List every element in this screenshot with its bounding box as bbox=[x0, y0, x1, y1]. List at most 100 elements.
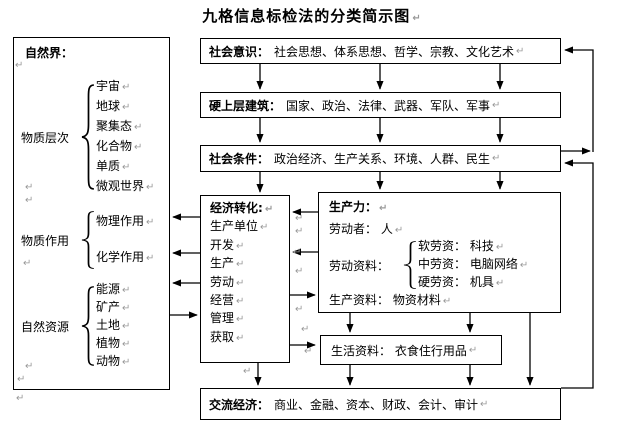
brace-icon bbox=[81, 84, 94, 190]
paragraph-mark-icon bbox=[122, 162, 130, 173]
paragraph-mark-icon bbox=[496, 278, 504, 289]
paragraph-mark-icon bbox=[236, 241, 244, 252]
paragraph-mark-icon bbox=[122, 357, 130, 368]
list-item: 地球 bbox=[96, 97, 154, 117]
economic-transform-header: 经济转化: bbox=[210, 200, 289, 218]
social-conditions-content: 政治经济、生产关系、环境、人群、民生 bbox=[274, 152, 491, 166]
social-consciousness-label: 社会意识： bbox=[209, 44, 270, 59]
paragraph-mark-icon bbox=[236, 333, 244, 344]
list-item: 中劳资： 电脑网络 bbox=[418, 256, 528, 274]
paragraph-mark-icon bbox=[146, 253, 154, 264]
nature-label: 自然界： bbox=[25, 46, 74, 60]
nature-box: 自然界： 物质层次 宇宙 地球 聚集态 化合物 单质 微观世界 物质作用 物理作… bbox=[13, 37, 170, 390]
paragraph-mark-icon bbox=[122, 303, 130, 314]
list-item: 劳动 bbox=[210, 274, 289, 292]
list-item: 软劳资： 科技 bbox=[418, 238, 528, 256]
list-item: 单质 bbox=[96, 157, 154, 177]
paragraph-mark-icon bbox=[25, 361, 33, 372]
social-conditions-label: 社会条件： bbox=[209, 152, 270, 166]
paragraph-mark-icon bbox=[516, 46, 524, 57]
paragraph-mark-icon bbox=[16, 393, 24, 404]
productivity-label: 生产力： bbox=[329, 198, 387, 215]
superstructure-label: 硬上层建筑： bbox=[209, 98, 282, 113]
list-item: 化合物 bbox=[96, 137, 154, 157]
list-item: 经营 bbox=[210, 292, 289, 310]
paragraph-mark-icon bbox=[23, 258, 31, 269]
paragraph-mark-icon bbox=[122, 339, 130, 350]
list-item: 生产单位 bbox=[210, 218, 289, 236]
living-materials-content: 生活资料： 衣食住行用品 bbox=[331, 343, 467, 358]
paragraph-mark-icon bbox=[134, 122, 142, 133]
laborer-line: 劳动者： 人 bbox=[329, 220, 403, 237]
list-item: 能源 bbox=[96, 281, 130, 299]
paragraph-mark-icon bbox=[443, 296, 451, 307]
list-item: 管理 bbox=[210, 310, 289, 328]
paragraph-mark-icon bbox=[265, 204, 273, 215]
labor-materials-label: 劳动资料： bbox=[329, 258, 390, 273]
list-item: 化学作用 bbox=[96, 247, 154, 269]
social-consciousness-box: 社会意识： 社会思想、体系思想、哲学、宗教、文化艺术 bbox=[200, 38, 561, 64]
list-item: 物理作用 bbox=[96, 211, 154, 233]
paragraph-mark-icon bbox=[260, 222, 268, 233]
page-title: 九格信息标检法的分类简示图 bbox=[0, 5, 624, 26]
list-item: 矿产 bbox=[96, 299, 130, 317]
paragraph-mark-icon bbox=[480, 399, 488, 410]
paragraph-mark-icon bbox=[301, 324, 309, 335]
natural-resources-items: 能源 矿产 土地 植物 动物 bbox=[96, 281, 130, 371]
production-materials-line: 生产资料： 物资材料 bbox=[329, 291, 451, 308]
paragraph-mark-icon bbox=[379, 203, 387, 214]
paragraph-mark-icon bbox=[146, 182, 154, 193]
living-materials-box: 生活资料： 衣食住行用品 bbox=[320, 335, 502, 365]
paragraph-mark-icon bbox=[25, 195, 33, 206]
list-item: 生产 bbox=[210, 255, 289, 273]
brace-icon bbox=[81, 286, 94, 366]
material-interactions-label: 物质作用 bbox=[21, 233, 70, 248]
paragraph-mark-icon bbox=[17, 374, 25, 385]
paragraph-mark-icon bbox=[236, 296, 244, 307]
paragraph-mark-icon bbox=[236, 314, 244, 325]
social-conditions-box: 社会条件： 政治经济、生产关系、环境、人群、民生 bbox=[200, 145, 561, 172]
paragraph-mark-icon bbox=[469, 345, 477, 356]
exchange-economy-label: 交流经济： bbox=[209, 397, 270, 412]
list-item: 土地 bbox=[96, 317, 130, 335]
labor-materials-items: 软劳资： 科技 中劳资： 电脑网络 硬劳资： 机具 bbox=[418, 238, 528, 292]
brace-icon bbox=[403, 241, 416, 289]
paragraph-mark-icon bbox=[122, 82, 130, 93]
paragraph-mark-icon bbox=[492, 100, 500, 111]
list-item: 动物 bbox=[96, 353, 130, 371]
paragraph-mark-icon bbox=[122, 102, 130, 113]
list-item: 硬劳资： 机具 bbox=[418, 274, 528, 292]
paragraph-mark-icon bbox=[496, 242, 504, 253]
productivity-box: 生产力： 劳动者： 人 劳动资料： 软劳资： 科技 中劳资： 电脑网络 硬劳资：… bbox=[318, 192, 561, 313]
economic-transform-box: 经济转化: 生产单位 开发 生产 劳动 经营 管理 获取 bbox=[200, 195, 290, 363]
material-interactions-items: 物理作用 化学作用 bbox=[96, 211, 154, 269]
paragraph-mark-icon bbox=[243, 366, 251, 377]
paragraph-mark-icon bbox=[295, 226, 303, 237]
paragraph-mark-icon bbox=[412, 13, 421, 24]
paragraph-mark-icon bbox=[293, 247, 301, 258]
social-consciousness-content: 社会思想、体系思想、哲学、宗教、文化艺术 bbox=[274, 44, 515, 59]
list-item: 植物 bbox=[96, 335, 130, 353]
paragraph-mark-icon bbox=[146, 217, 154, 228]
list-item: 宇宙 bbox=[96, 77, 154, 97]
material-interactions-group: 物质作用 物理作用 化学作用 bbox=[21, 211, 154, 269]
paragraph-mark-icon bbox=[236, 259, 244, 270]
list-item: 获取 bbox=[210, 329, 289, 347]
exchange-economy-box: 交流经济： 商业、金融、资本、财政、会计、审计 bbox=[200, 388, 561, 420]
paragraph-mark-icon bbox=[304, 346, 312, 357]
paragraph-mark-icon bbox=[395, 225, 403, 236]
paragraph-mark-icon bbox=[295, 266, 303, 277]
natural-resources-label: 自然资源 bbox=[21, 319, 70, 334]
page-title-text: 九格信息标检法的分类简示图 bbox=[202, 7, 411, 25]
list-item: 开发 bbox=[210, 237, 289, 255]
natural-resources-group: 自然资源 能源 矿产 土地 植物 动物 bbox=[21, 281, 130, 371]
superstructure-box: 硬上层建筑： 国家、政治、法律、武器、军队、军事 bbox=[200, 92, 561, 118]
paragraph-mark-icon bbox=[134, 142, 142, 153]
paragraph-mark-icon bbox=[25, 182, 33, 193]
material-levels-items: 宇宙 地球 聚集态 化合物 单质 微观世界 bbox=[96, 77, 154, 197]
paragraph-mark-icon bbox=[122, 321, 130, 332]
paragraph-mark-icon bbox=[520, 260, 528, 271]
labor-materials-group: 劳动资料： 软劳资： 科技 中劳资： 电脑网络 硬劳资： 机具 bbox=[329, 238, 528, 292]
paragraph-mark-icon bbox=[122, 285, 130, 296]
